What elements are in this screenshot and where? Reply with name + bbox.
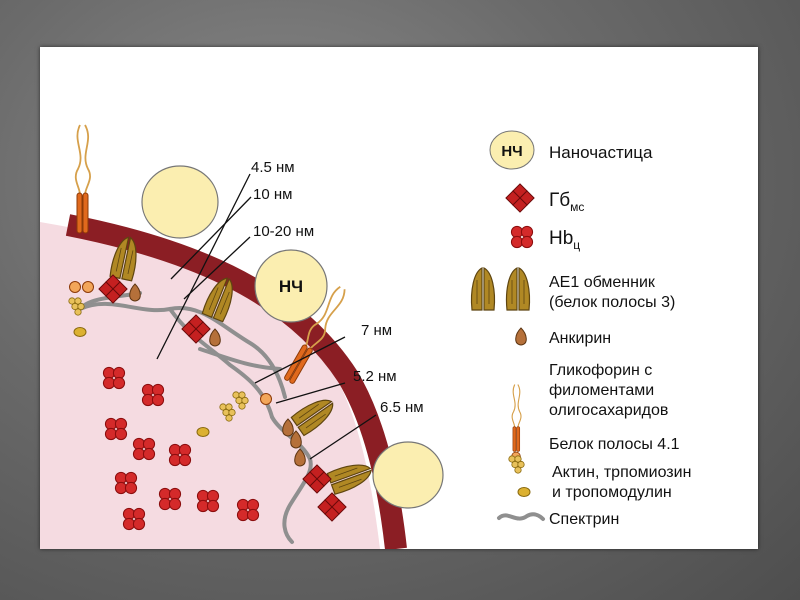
legend-actin-line1: Актин, трпомиозин — [552, 464, 691, 481]
band41-2 — [82, 281, 94, 293]
membrane-diagram: НЧ — [40, 124, 691, 549]
cytoplasm — [40, 222, 380, 549]
legend-ae1-icon-a — [470, 267, 496, 311]
nanoparticle-2 — [254, 249, 328, 323]
legend-band41: Белок полосы 4.1 — [549, 436, 680, 453]
legend-actin-line2: и тропомодулин — [552, 484, 672, 501]
slide: НЧ — [40, 47, 758, 549]
legend-spectrin-icon — [497, 512, 545, 521]
legend-actin-icon — [508, 455, 525, 474]
nanoparticle-1 — [141, 165, 219, 239]
legend-ae1-line2: (белок полосы 3) — [549, 294, 675, 311]
measure-lines — [156, 173, 377, 460]
legend-ankyrin-icon — [515, 327, 527, 346]
nanoparticle-3 — [372, 441, 444, 509]
glycophorin-1 — [74, 124, 91, 234]
legend-hb-c-icon — [510, 225, 534, 249]
legend-glycophorin-icon — [511, 383, 522, 462]
legend-hb-ms-icon — [505, 183, 535, 213]
legend-nanoparticle-symbol: НЧ — [501, 143, 522, 160]
legend-glycophorin-line1: Гликофорин с — [549, 362, 652, 379]
band41-3 — [260, 393, 272, 405]
legend-spectrin: Спектрин — [549, 511, 619, 528]
measure-6-5nm: 6.5 нм — [380, 399, 424, 416]
measure-10-20nm: 10-20 нм — [253, 223, 314, 240]
measure-5-2nm: 5.2 нм — [353, 368, 397, 385]
measure-10nm: 10 нм — [253, 186, 292, 203]
measure-4-5nm: 4.5 нм — [251, 159, 295, 176]
nanoparticle-label: НЧ — [279, 277, 303, 296]
legend-hb-ms: Гбмс — [549, 190, 584, 214]
legend-ae1-line1: АЕ1 обменник — [549, 274, 656, 291]
legend-glycophorin-line3: олигосахаридов — [549, 402, 668, 419]
legend: НЧ Наночастица Гбмс Hbц АЕ1 обменник (бе… — [470, 130, 691, 528]
measure-7nm: 7 нм — [361, 322, 392, 339]
legend-nanoparticle: Наночастица — [549, 143, 653, 162]
legend-ankyrin: Анкирин — [549, 330, 611, 347]
band41-1 — [69, 281, 81, 293]
legend-ae1-icon-b — [505, 267, 531, 311]
legend-hb-c: Hbц — [549, 228, 580, 252]
legend-glycophorin-line2: филоментами — [549, 382, 654, 399]
